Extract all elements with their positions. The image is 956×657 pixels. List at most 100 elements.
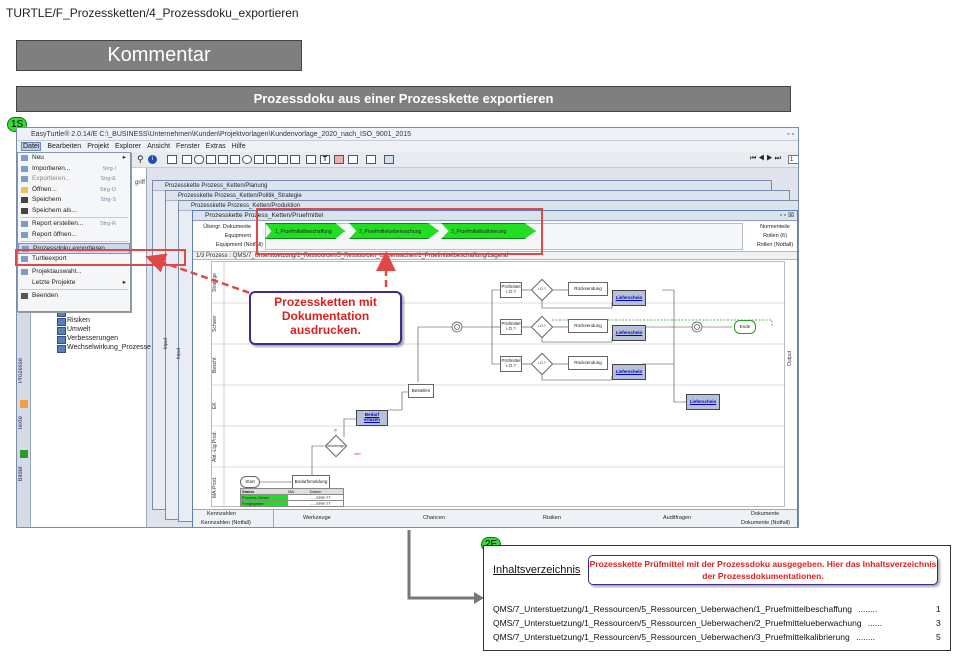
menu-item-label: Turtleexport: [32, 254, 67, 262]
node-ruecksendung-2[interactable]: Rücksendung: [568, 319, 608, 333]
table-icon[interactable]: [306, 155, 316, 164]
tree-item[interactable]: Wechselwirkung_Prozesse: [53, 343, 151, 353]
close-icon[interactable]: ▫ ▫ ☒: [779, 212, 794, 219]
toc-entry-text: QMS/7_Unterstuetzung/1_Ressourcen/5_Ress…: [493, 618, 862, 628]
section-title: Prozessdoku aus einer Prozesskette expor…: [16, 86, 791, 112]
shape-process-icon[interactable]: [182, 155, 192, 164]
page-nav-icon[interactable]: ⏮ ◀ ▶ ⏭: [750, 155, 781, 162]
chain-step-2[interactable]: 2_Pruefmittelueberwachung: [349, 223, 439, 239]
toc-entry-dots: ......: [867, 618, 883, 628]
shape-circle-icon[interactable]: [242, 155, 252, 164]
menu-extras[interactable]: Extras: [205, 143, 226, 150]
shape-doc-icon[interactable]: [218, 155, 228, 164]
node-start[interactable]: Start: [240, 476, 260, 488]
menu-projekt[interactable]: Projekt: [87, 143, 109, 150]
submenu-arrow-icon: ▸: [122, 154, 126, 161]
menu-item-projektauswahl[interactable]: Projektauswahl...: [18, 267, 130, 278]
node-lieferschein-4[interactable]: Lieferschein: [686, 394, 720, 410]
link-tool-icon[interactable]: [348, 155, 358, 164]
image-tool-icon[interactable]: [334, 155, 344, 164]
node-lieferschein-2-label: Lieferschein: [615, 329, 643, 335]
page-field[interactable]: 1: [788, 155, 798, 164]
toc-entry[interactable]: QMS/7_Unterstuetzung/1_Ressourcen/5_Ress…: [493, 618, 882, 628]
project-icon: [21, 269, 28, 275]
shape-diamond-icon[interactable]: [206, 155, 216, 164]
select-icon[interactable]: [384, 155, 394, 164]
tab-risiken[interactable]: Risiken: [543, 515, 562, 521]
menu-item-letzte-projekte[interactable]: Letzte Projekte▸: [18, 278, 130, 289]
menu-item-exportieren[interactable]: Exportieren...Strg-E: [18, 174, 130, 185]
tree-item[interactable]: Risiken: [53, 316, 151, 326]
menu-ansicht[interactable]: Ansicht: [147, 143, 171, 150]
menu-hilfe[interactable]: Hilfe: [231, 143, 246, 150]
menu-item-turtleexport[interactable]: Turtleexport: [18, 254, 130, 265]
node-bedarf-doc[interactable]: Bedarf erfasen: [356, 410, 388, 426]
menu-bearbeiten[interactable]: Bearbeiten: [47, 143, 82, 150]
node-lieferschein-3[interactable]: Lieferschein: [612, 364, 646, 380]
node-check-3[interactable]: Prüfmittel i.O.?: [500, 356, 522, 372]
status-row: Freigegeben ......ERR:TT: [240, 501, 344, 507]
menu-separator: [20, 217, 128, 218]
node-lieferschein-2[interactable]: Lieferschein: [612, 325, 646, 341]
callout-print-chains: Prozessketten mit Dokumentation ausdruck…: [249, 291, 402, 345]
connector-icon[interactable]: [366, 155, 376, 164]
menu-item-neu[interactable]: Neu▸: [18, 153, 130, 164]
menu-item-speichern-als[interactable]: Speichern als...: [18, 206, 130, 217]
node-bestellen[interactable]: Bestellen: [408, 384, 434, 398]
node-ruecksendung-1[interactable]: Rücksendung: [568, 282, 608, 296]
toc-entry-page: 5: [936, 632, 941, 642]
menu-item-label: Speichern: [32, 196, 62, 203]
menu-datei[interactable]: Datei: [21, 142, 42, 151]
menu-explorer[interactable]: Explorer: [115, 143, 142, 150]
tab-kennzahlen[interactable]: Kennzahlen: [207, 511, 237, 517]
shape-rect-icon[interactable]: [167, 155, 177, 164]
chain-step-3[interactable]: 3_Pruefmittelkalibrierung: [441, 223, 536, 239]
tab-dokumente-notfall[interactable]: Dokumente (Notfall): [741, 520, 790, 526]
menu-item-beenden[interactable]: Beenden: [18, 291, 130, 302]
toc-entry-dots: ........: [856, 632, 876, 642]
info-icon[interactable]: i: [148, 155, 157, 164]
tab-werkzeuge[interactable]: Werkzeuge: [303, 515, 331, 521]
shape-sub-icon[interactable]: [278, 155, 288, 164]
menu-fenster[interactable]: Fenster: [176, 143, 200, 150]
search-icon[interactable]: ⚲: [137, 154, 144, 164]
tab-chancen[interactable]: Chancen: [423, 515, 446, 521]
node-check-2[interactable]: Prüfmittel i.O.?: [500, 319, 522, 335]
toc-entry[interactable]: QMS/7_Unterstuetzung/1_Ressourcen/5_Ress…: [493, 604, 877, 614]
toc-entry-dots: ........: [858, 604, 878, 614]
shape-ref-icon[interactable]: [254, 155, 264, 164]
menu-shortcut: Strg-I: [102, 165, 116, 172]
tab-kennzahlen-notfall[interactable]: Kennzahlen (Notfall): [201, 520, 251, 526]
shape-note-icon[interactable]: [290, 155, 300, 164]
shape-data-icon[interactable]: [230, 155, 240, 164]
process-chain-window[interactable]: Prozesskette Prozess_Ketten/Pruefmittel …: [192, 210, 798, 527]
process-chain-titlebar: Prozesskette Prozess_Ketten/Pruefmittel …: [193, 211, 797, 221]
app-window: EasyTurtle® 2.0.14/E C:\_BUSINESS\Untern…: [16, 127, 799, 528]
tree-item[interactable]: Umwelt: [53, 325, 151, 335]
menu-item-report-oeffnen[interactable]: Report öffnen...: [18, 230, 130, 241]
menu-item-importieren[interactable]: Importieren...Strg-I: [18, 164, 130, 175]
node-check-1[interactable]: Prüfmittel i.O.?: [500, 282, 522, 298]
highlight-chain-steps: [256, 208, 543, 255]
toolbar: ⚲ i T ⏮ ◀ ▶ ⏭ 1: [17, 152, 798, 168]
shape-doc2-icon[interactable]: [266, 155, 276, 164]
node-ende[interactable]: Ende: [734, 320, 756, 334]
tree-item[interactable]: Verbesserungen: [53, 334, 151, 344]
window-controls-icon[interactable]: ▫ ▫: [787, 131, 794, 138]
menu-item-report-erstellen[interactable]: Report erstellen...Strg-R: [18, 219, 130, 230]
tab-auditfragen[interactable]: Auditfragen: [663, 515, 692, 521]
menu-item-oeffnen[interactable]: Öffnen...Strg-O: [18, 185, 130, 196]
shape-rounded-icon[interactable]: [194, 155, 204, 164]
report-open-icon: [21, 231, 28, 238]
toc-entry-page: 1: [936, 604, 941, 614]
menu-item-label: Projektauswahl...: [32, 268, 82, 275]
status-cell: Prozess-Owner: [241, 495, 289, 500]
toc-entry[interactable]: QMS/7_Unterstuetzung/1_Ressourcen/5_Ress…: [493, 632, 875, 642]
save-icon: [21, 197, 28, 203]
node-lieferschein-1[interactable]: Lieferschein: [612, 290, 646, 306]
process-chain-title: Prozesskette Prozess_Ketten/Pruefmittel: [205, 212, 324, 219]
tab-dokumente[interactable]: Dokumente: [751, 511, 780, 517]
node-ruecksendung-3[interactable]: Rücksendung: [568, 356, 608, 370]
text-tool-icon[interactable]: T: [320, 155, 330, 164]
